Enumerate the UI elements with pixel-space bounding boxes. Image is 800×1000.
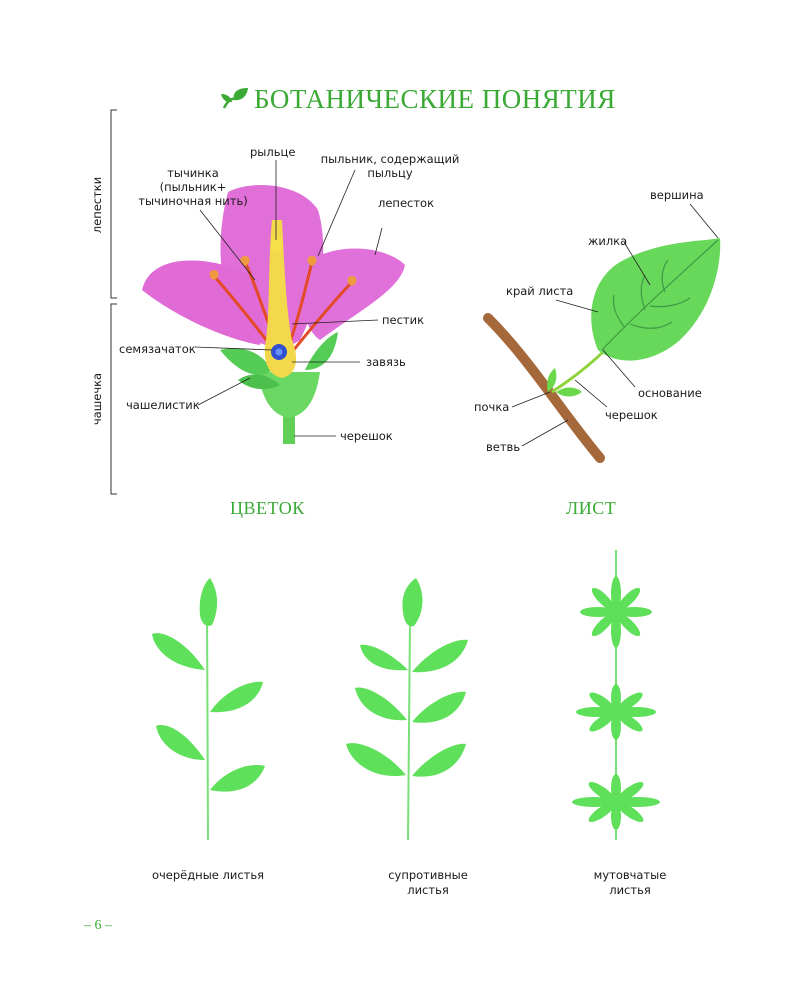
caption-opposite: супротивные листья: [388, 868, 468, 897]
sepal-right: [305, 332, 338, 370]
page-title-row: БОТАНИЧЕСКИЕ ПОНЯТИЯ: [220, 82, 620, 116]
label-petal: лепесток: [378, 196, 435, 210]
leaf-blade: [591, 238, 721, 361]
label-ovary: завязь: [366, 355, 406, 369]
label-base: основание: [638, 386, 702, 400]
label-ovule: семязачаток: [119, 342, 196, 356]
opposite-leaves-drawing: [346, 578, 468, 841]
label-pistil: пестик: [382, 313, 425, 327]
leaf-veins: [601, 239, 719, 351]
section-title-flower: ЦВЕТОК: [230, 498, 305, 518]
caption-alternate: очерёдные листья: [151, 868, 265, 882]
label-anther: пыльник, содержащий пыльцу: [320, 152, 460, 180]
anthers: [209, 256, 357, 286]
page-number: – 6 –: [84, 918, 112, 933]
flower-drawing: [142, 185, 405, 444]
section-title-leaf: ЛИСТ: [566, 498, 617, 518]
label-vein: жилка: [588, 234, 628, 248]
label-petiole: черешок: [605, 408, 658, 422]
stigma: [271, 236, 283, 252]
sepal-left: [220, 348, 272, 375]
flower-stalk: [283, 410, 295, 444]
label-flower-stalk: черешок: [340, 429, 393, 443]
label-margin: край листа: [506, 284, 574, 298]
alternate-leaves-drawing: [152, 578, 265, 841]
leaf-petiole: [551, 348, 607, 394]
bracket-label-calyx: чашечка: [90, 372, 104, 426]
label-bud: почка: [474, 400, 510, 414]
bracket-label-petals: лепестки: [90, 176, 104, 234]
label-stamen: тычинка (пыльник+ тычиночная нить): [138, 166, 248, 208]
sepal-front: [238, 374, 280, 390]
caption-whorled: мутовчатые листья: [593, 868, 667, 897]
whorled-leaves-drawing: [572, 550, 660, 840]
pistil: [264, 220, 297, 378]
label-apex: вершина: [650, 188, 704, 202]
page-title: БОТАНИЧЕСКИЕ ПОНЯТИЯ: [254, 83, 616, 114]
leaf-leader-lines: [511, 203, 719, 447]
petal-right: [299, 248, 405, 340]
label-sepal: чашелистик: [126, 398, 200, 412]
label-stigma: рыльце: [250, 145, 296, 159]
petal-left: [142, 260, 264, 345]
branch: [483, 313, 605, 463]
flower-bracket: [110, 109, 117, 495]
label-branch: ветвь: [486, 440, 521, 454]
leaf-drawing: [483, 238, 721, 463]
leaf-sprout-icon: [221, 88, 248, 109]
flower-leader-lines: [194, 160, 383, 437]
bud: [547, 368, 557, 392]
